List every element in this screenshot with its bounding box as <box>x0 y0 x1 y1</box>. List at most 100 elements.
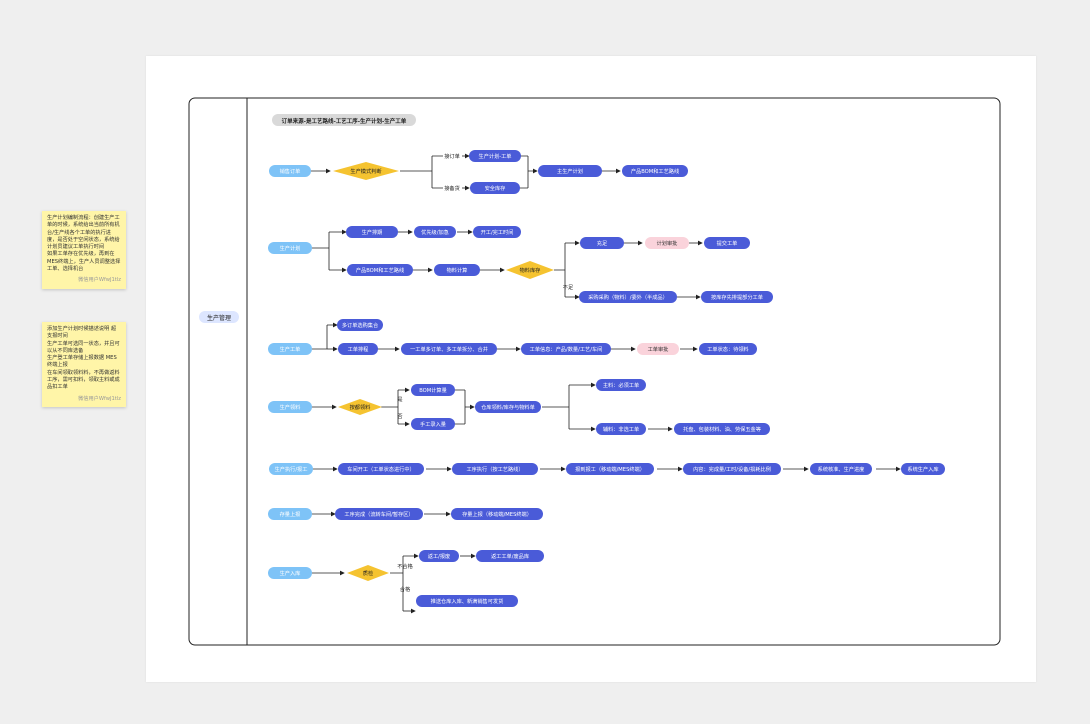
node-prio[interactable]: 优先级/加急 <box>414 226 456 238</box>
node-aux-mat[interactable]: 辅料：非选工单 <box>596 423 646 435</box>
sticky-note-1[interactable]: 生产计划编制流程：创建生产工单的时候，系统给出当前所有机台/生产线各个工单的执行… <box>42 211 126 289</box>
node-e4[interactable]: 内容：完成量/工时/设备/损耗比例 <box>683 463 781 475</box>
node-label: 不足 <box>563 284 573 291</box>
node-exec[interactable]: 生产执行/报工 <box>269 463 313 475</box>
node-label: 报到报工（移动端/MES终端） <box>575 465 645 473</box>
decision-shape <box>338 399 382 415</box>
node-e6[interactable]: 系统生产入库 <box>901 463 945 475</box>
node-e1[interactable]: 车间开工（工单状态进行中） <box>338 463 424 475</box>
node-shape <box>452 463 538 475</box>
lane-label: 生产管理 <box>207 314 231 322</box>
header-tag-bg <box>272 114 416 126</box>
node-shape <box>419 550 459 562</box>
node-e2[interactable]: 工序执行（按工艺路线） <box>452 463 538 475</box>
node-label: 车间开工（工单状态进行中） <box>347 465 414 473</box>
node-main-mat[interactable]: 主料：必须工单 <box>596 379 646 391</box>
node-label: 销售订单 <box>280 167 301 175</box>
lane-label-bg <box>199 311 239 323</box>
node-wh[interactable]: 生产入库 <box>268 567 312 579</box>
node-label: 托盘、包装材料、油、劳保五金等 <box>683 425 761 433</box>
node-shape <box>411 418 455 430</box>
node-label: 产品BOM和工艺路线 <box>356 266 404 274</box>
node-wo-sched[interactable]: 工单排程 <box>338 343 378 355</box>
node-plan-review[interactable]: 计划审批 <box>645 237 689 249</box>
sticky-note-2[interactable]: 添加生产计划时候描述说明 超支报时间 生产工单可选同一状态，并且可以从不同库选备… <box>42 322 126 407</box>
node-sched[interactable]: 生产排期 <box>346 226 398 238</box>
node-bom-out[interactable]: BOM计算量 <box>411 384 455 396</box>
node-shape <box>338 463 424 475</box>
node-label: 工序执行（按工艺路线） <box>466 465 523 473</box>
node-mat-out[interactable]: 仓库领料/库存与物料单 <box>475 401 541 413</box>
node-label: 存量上报（移动端/MES终端） <box>462 510 532 518</box>
node-so[interactable]: 销售订单 <box>269 165 311 177</box>
node-enough[interactable]: 充足 <box>580 237 624 249</box>
node-bom-route[interactable]: 产品BOM和工艺路线 <box>622 165 688 177</box>
node-label: 按都领料 <box>350 403 371 411</box>
note-text: 添加生产计划时候描述说明 超支报时间 生产工单可选同一状态，并且可以从不同库选备… <box>47 326 120 391</box>
node-label: 工单审批 <box>648 345 669 353</box>
node-stock[interactable]: 物料库存 <box>506 261 554 279</box>
node-st[interactable]: 存量上报 <box>268 508 312 520</box>
node-label: 优先级/加急 <box>421 228 449 236</box>
node-st2[interactable]: 存量上报（移动端/MES终端） <box>451 508 543 520</box>
node-split[interactable]: 按库存先排提部分工单 <box>701 291 773 303</box>
node-pick[interactable]: 按都领料 <box>338 399 382 415</box>
node-mto[interactable]: 接订单 <box>444 152 460 160</box>
node-shape <box>596 423 646 435</box>
node-wo-info[interactable]: 工单信息：产品/数量/工艺/车间 <box>521 343 611 355</box>
diagram-frame <box>188 97 1001 646</box>
node-e3[interactable]: 报到报工（移动端/MES终端） <box>566 463 654 475</box>
node-mat[interactable]: 生产领料 <box>268 401 312 413</box>
node-mts[interactable]: 接备货 <box>444 184 460 192</box>
node-shape <box>414 226 456 238</box>
node-e5[interactable]: 系统核准、生产进度 <box>810 463 872 475</box>
node-pp[interactable]: 生产计划 <box>268 242 312 254</box>
node-label: 系统生产入库 <box>907 465 938 473</box>
node-one-multi[interactable]: 一工单多订单、多工单拆分、合并 <box>401 343 497 355</box>
node-master[interactable]: 主生产计划 <box>538 165 602 177</box>
node-aux-sub[interactable]: 托盘、包装材料、油、劳保五金等 <box>674 423 770 435</box>
node-rework[interactable]: 返工/报废 <box>419 550 459 562</box>
node-mat-calc[interactable]: 物料计算 <box>434 264 480 276</box>
node-short-lbl[interactable]: 不足 <box>563 284 573 291</box>
node-no-lbl[interactable]: 否 <box>397 413 402 420</box>
node-shape <box>674 423 770 435</box>
node-shape <box>475 401 541 413</box>
node-st1[interactable]: 工序完成（流转车间/暂存区） <box>335 508 423 520</box>
node-shape <box>810 463 872 475</box>
node-wo[interactable]: 生产工单 <box>268 343 312 355</box>
node-label: 生产计划-工单 <box>479 152 512 160</box>
node-wo-status[interactable]: 工单状态：待领料 <box>699 343 757 355</box>
node-shape <box>701 291 773 303</box>
node-shape <box>338 343 378 355</box>
node-wo-approve[interactable]: 工单审批 <box>637 343 679 355</box>
node-shape <box>268 567 312 579</box>
node-manual[interactable]: 手工录入量 <box>411 418 455 430</box>
node-yes-lbl[interactable]: 是 <box>397 396 402 403</box>
node-label: 否 <box>397 413 402 420</box>
node-pass-in[interactable]: 推送仓库入库、新满销售可发货 <box>416 595 518 607</box>
node-shape <box>416 595 518 607</box>
node-fail-lbl[interactable]: 不合格 <box>397 562 413 570</box>
node-multi[interactable]: 多订单选购集合 <box>337 319 383 331</box>
node-qc[interactable]: 质检 <box>347 565 389 581</box>
node-mode[interactable]: 生产模式判断 <box>333 162 399 180</box>
node-purchase[interactable]: 采购采购（物料）/委外（半成品） <box>579 291 677 303</box>
node-label: 合格 <box>400 585 411 593</box>
node-bom2[interactable]: 产品BOM和工艺路线 <box>347 264 413 276</box>
node-plan-wo[interactable]: 生产计划-工单 <box>469 150 521 162</box>
node-label: 工序完成（流转车间/暂存区） <box>344 510 413 518</box>
note-author: 微信用户WfwJ1tlz <box>78 395 121 402</box>
node-shape <box>901 463 945 475</box>
node-shape <box>683 463 781 475</box>
node-rework2[interactable]: 返工工单/废品库 <box>476 550 544 562</box>
node-pass-lbl[interactable]: 合格 <box>400 585 411 593</box>
node-shape <box>473 226 521 238</box>
node-label: 是 <box>397 396 402 403</box>
node-issue-wo[interactable]: 提交工单 <box>704 237 750 249</box>
node-start-time[interactable]: 开工/完工时间 <box>473 226 521 238</box>
node-label: 手工录入量 <box>420 420 446 428</box>
node-label: 系统核准、生产进度 <box>818 465 865 473</box>
node-safe[interactable]: 安全库存 <box>470 182 520 194</box>
node-label: 不合格 <box>397 562 413 570</box>
